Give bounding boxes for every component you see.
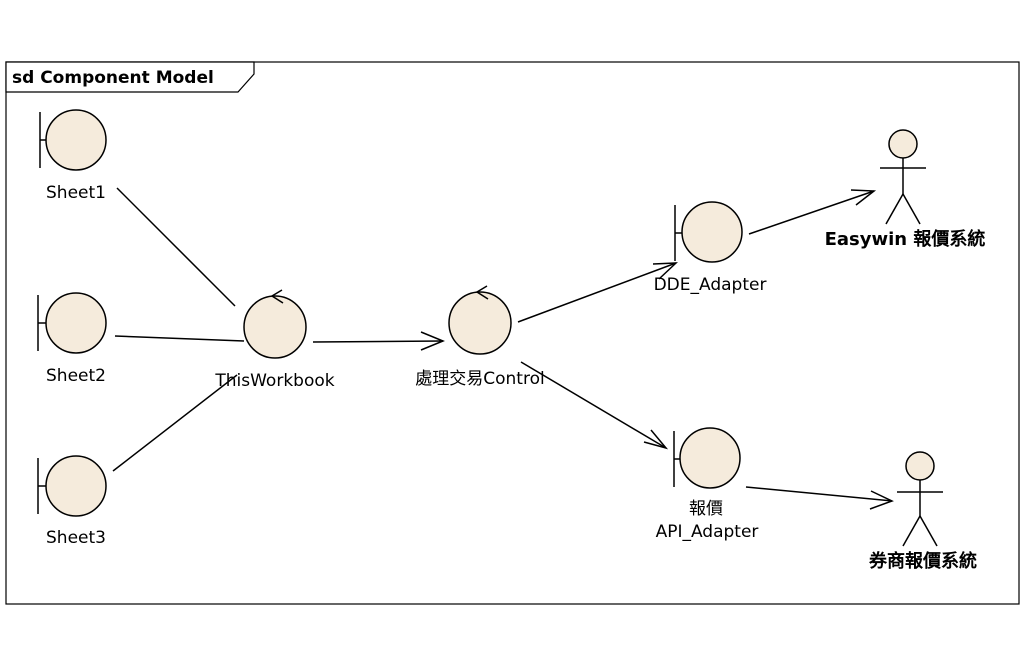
control-trade[interactable]: 處理交易Control [415, 285, 545, 389]
connector-workbook-control [312, 340, 444, 343]
label-broker-quote: 券商報價系統 [868, 550, 977, 572]
frame-title-tab [5, 61, 255, 93]
label-easywin: Easywin 報價系統 [825, 228, 986, 250]
control-thisworkbook[interactable]: ThisWorkbook [214, 289, 335, 391]
connector-control-dde [517, 262, 677, 323]
actor-leg-icon [902, 193, 921, 225]
boundary-sheet1[interactable]: Sheet1 [39, 109, 107, 203]
boundary-api-adapter[interactable]: 報價 API_Adapter [656, 427, 759, 542]
connector-api-broker [745, 486, 893, 502]
label-thisworkbook: ThisWorkbook [214, 371, 334, 391]
arrowhead-control-api [643, 429, 669, 450]
label-sheet1: Sheet1 [46, 183, 106, 203]
arrowhead-dde-easywin [850, 189, 877, 206]
connector-sheet1-workbook [116, 187, 236, 307]
actor-leg-icon [919, 515, 938, 547]
label-dde-adapter: DDE_Adapter [654, 275, 767, 295]
boundary-circle-icon [681, 201, 743, 263]
boundary-sheet2[interactable]: Sheet2 [37, 292, 107, 386]
label-sheet3: Sheet3 [46, 528, 106, 548]
actor-leg-icon [885, 193, 904, 225]
frame-title: sd Component Model [12, 68, 214, 88]
connector-sheet3-workbook [112, 374, 238, 472]
connector-control-api [520, 361, 667, 449]
actor-leg-icon [902, 515, 921, 547]
boundary-circle-icon [45, 292, 107, 354]
arrowhead-workbook-control [420, 331, 445, 351]
connector-sheet2-workbook [114, 335, 245, 342]
arrowhead-api-broker [869, 490, 894, 510]
boundary-circle-icon [45, 455, 107, 517]
arrowhead-control-dde [652, 262, 678, 280]
connections [112, 187, 894, 510]
actor-head-icon [888, 129, 918, 159]
control-circle-icon [243, 295, 307, 359]
diagram-frame [5, 61, 1020, 605]
boundary-sheet3[interactable]: Sheet3 [37, 455, 107, 548]
label-sheet2: Sheet2 [46, 366, 106, 386]
label-trade-control: 處理交易Control [415, 369, 544, 389]
control-arrow-icon [270, 289, 284, 304]
label-api-adapter-line2: API_Adapter [656, 522, 759, 542]
boundary-dde-adapter[interactable]: DDE_Adapter [654, 201, 767, 295]
connector-dde-easywin [748, 190, 875, 235]
control-circle-icon [448, 291, 512, 355]
actor-broker-quote[interactable]: 券商報價系統 [868, 451, 977, 572]
boundary-circle-icon [679, 427, 741, 489]
boundary-circle-icon [45, 109, 107, 171]
actor-easywin[interactable]: Easywin 報價系統 [825, 129, 986, 250]
label-api-adapter-line1: 報價 [689, 499, 723, 519]
control-arrow-icon [475, 285, 489, 300]
actor-head-icon [905, 451, 935, 481]
